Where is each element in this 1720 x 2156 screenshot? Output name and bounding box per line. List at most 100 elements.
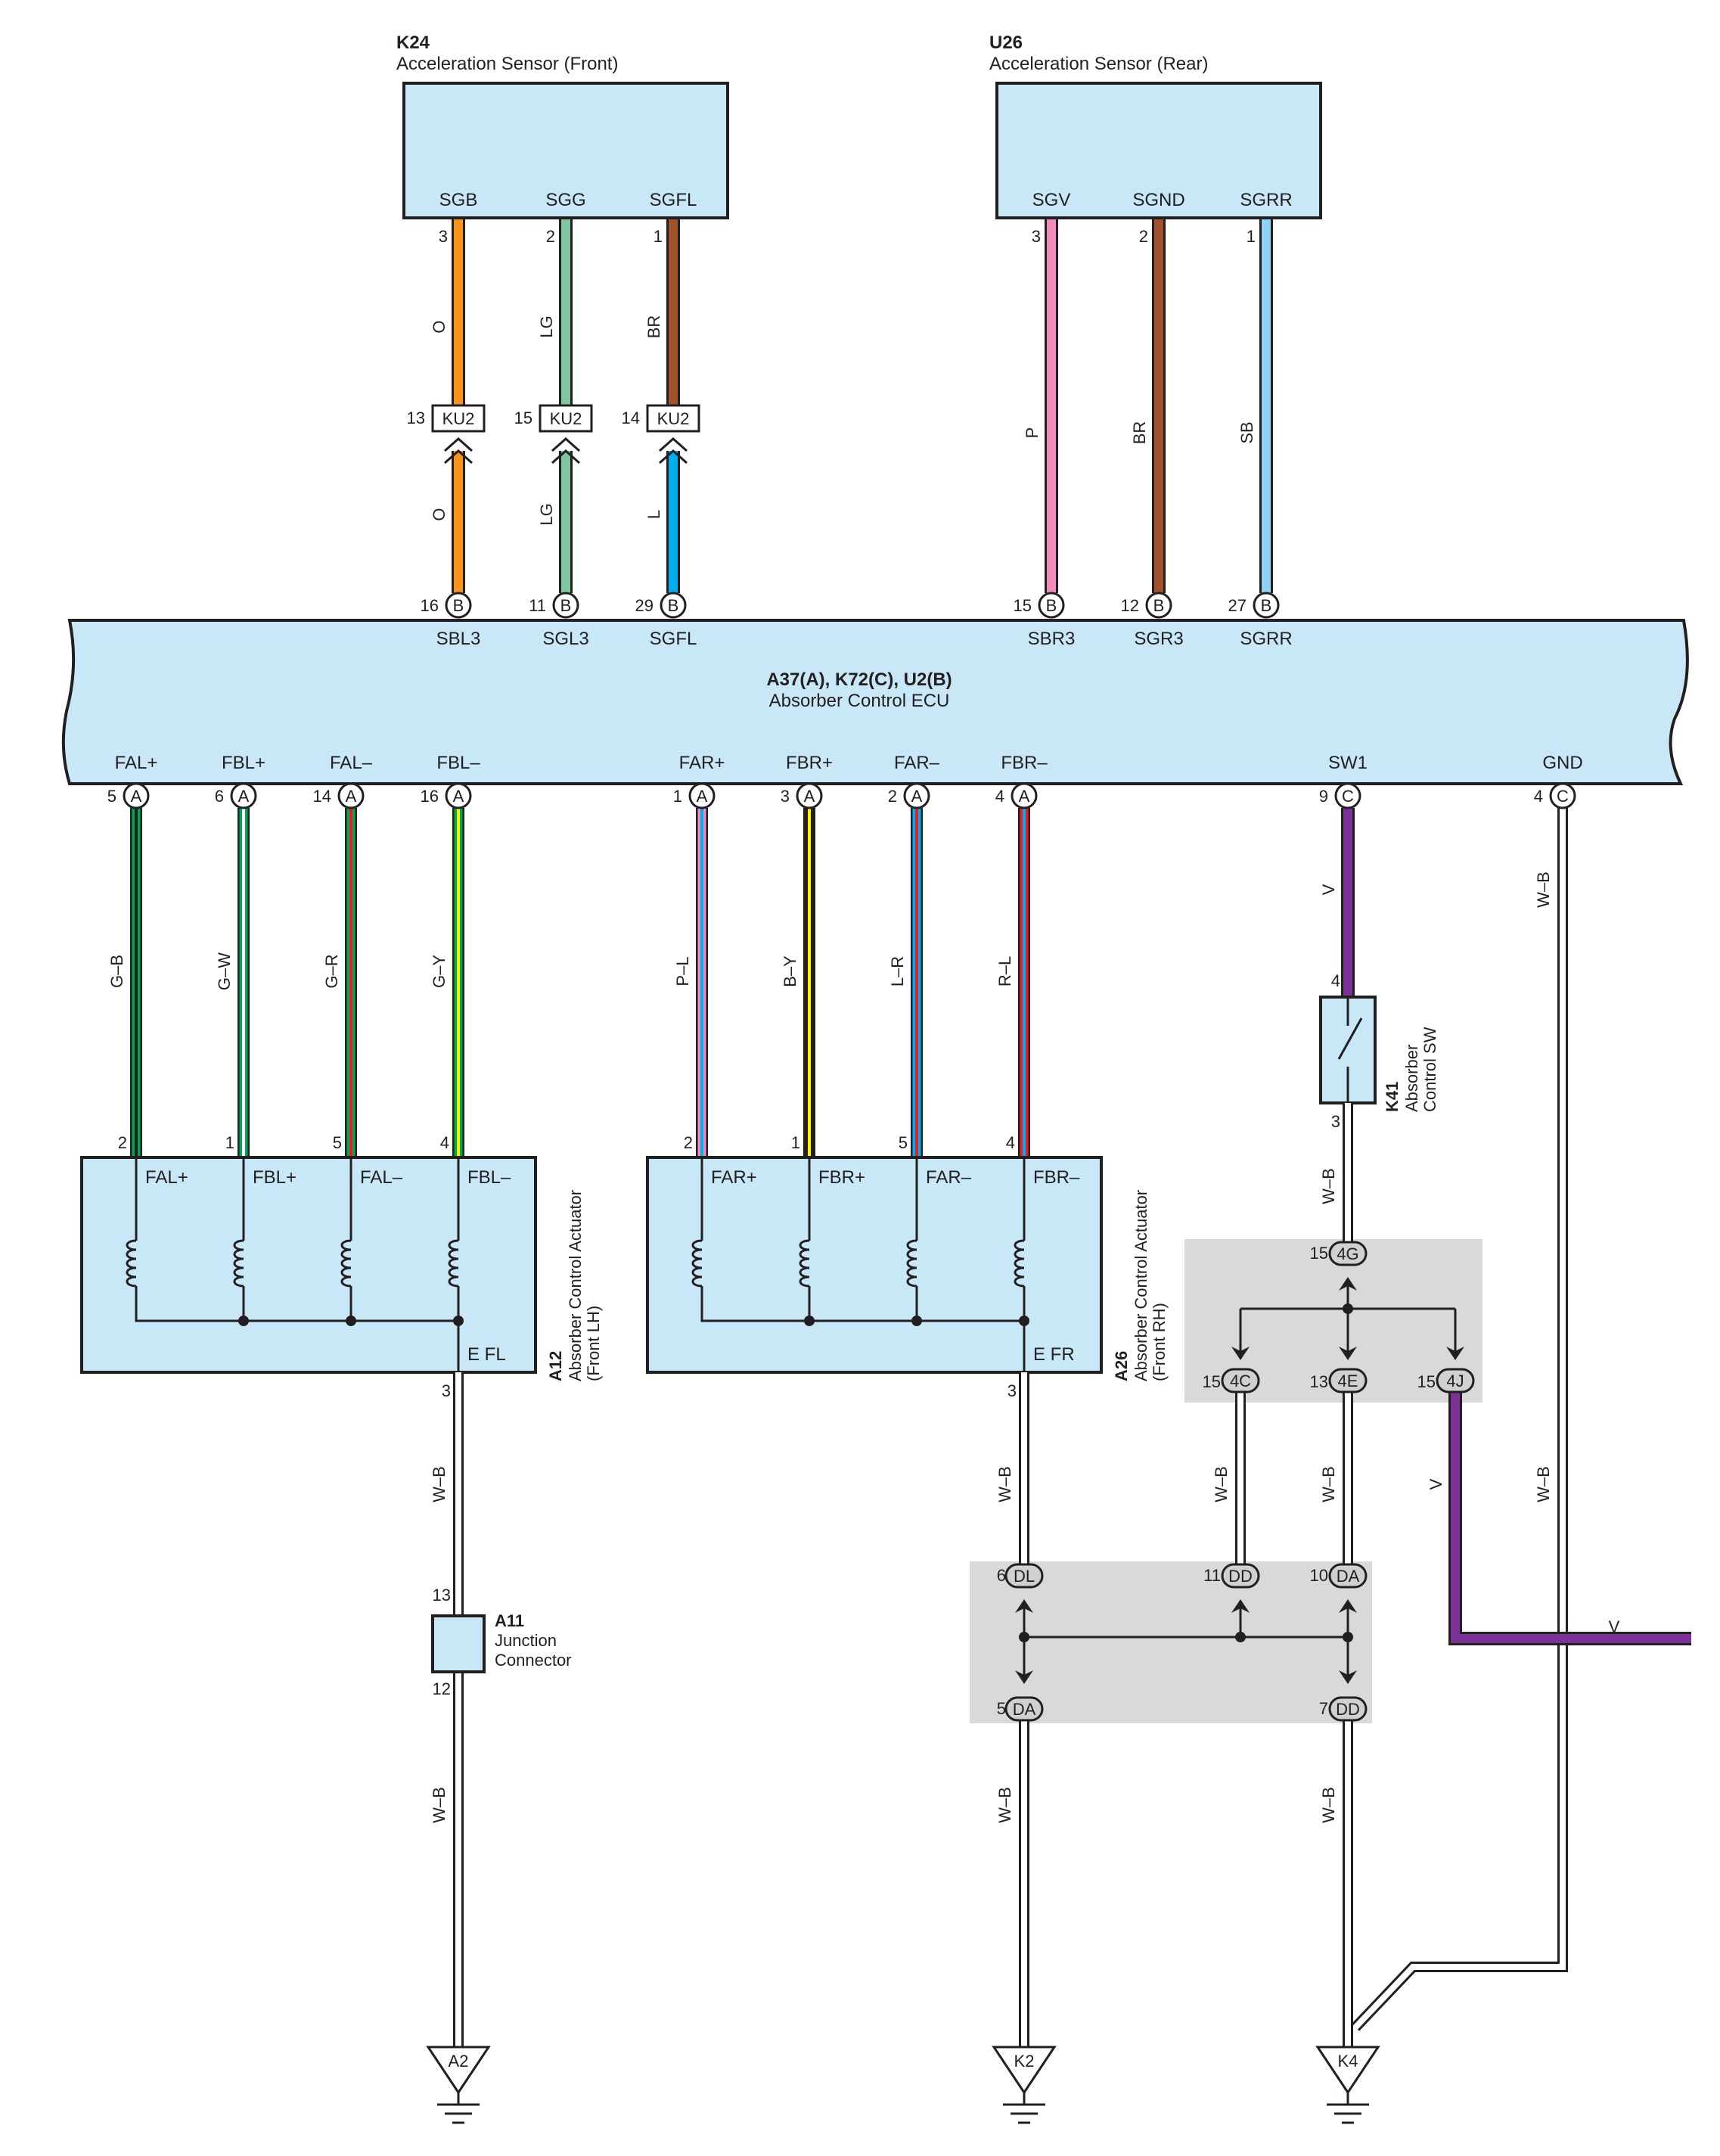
ku2-box-2 — [539, 404, 593, 433]
k24-pin-num-2: 2 — [546, 227, 555, 246]
a11-pin-out: 12 — [433, 1679, 451, 1698]
sensor-u26: U26 Acceleration Sensor (Rear) SGV SGND … — [989, 33, 1322, 219]
ecu-bottom-pin-label-2: FBL+ — [222, 753, 265, 773]
a26-pin-label-3: FAR– — [926, 1167, 972, 1188]
ecu-ref: A37(A), K72(C), U2(B) — [766, 669, 952, 690]
j4-arrow-4e — [1339, 1347, 1357, 1360]
ecu-bottom-pin-10 — [1549, 782, 1576, 809]
ecu-top-pin-2 — [552, 592, 579, 619]
u26-pin-num-1: 3 — [1032, 227, 1041, 246]
wire-label-u26-2: BR — [1130, 421, 1149, 445]
ku2-connectors: 13 KU2 15 KU2 14 KU2 — [407, 404, 700, 464]
jd-splice-2 — [1235, 1632, 1246, 1642]
j4-top-label: 4G — [1337, 1244, 1358, 1263]
ecu-top-pin-1 — [445, 592, 472, 619]
j4-arrow-4j — [1446, 1347, 1464, 1360]
a26-coil-3 — [906, 1239, 917, 1288]
ecu-top-pin-num-6: 27 — [1228, 596, 1247, 615]
ecu-bottom-pin-num-8: 4 — [995, 787, 1004, 806]
a12-pin-num-3: 5 — [333, 1133, 342, 1152]
jd-arrow-da — [1339, 1599, 1357, 1613]
a12-coil-2 — [233, 1239, 244, 1288]
jd-arrow-out-1 — [1015, 1670, 1033, 1684]
a12-ground-path: 3 W–B 13 12 A11 Junction Connector W–B — [430, 1381, 572, 1823]
wire-label-k24-2-upper: LG — [537, 315, 556, 337]
ecu-top-pin-label-1: SBL3 — [436, 629, 481, 649]
jd-bottom-pin-2: 7 — [1319, 1699, 1328, 1718]
earth-k2: K2 — [992, 2046, 1057, 2124]
j4-out-pin-2: 13 — [1310, 1372, 1328, 1391]
k24-pin-num-3: 1 — [654, 227, 663, 246]
a26-coil-4 — [1014, 1239, 1025, 1288]
actuator-a12: 2 1 5 4 FAL+ FBL+ FAL– FBL– E FL A12 Abs… — [80, 1133, 603, 1381]
ecu-bottom-pin-label-3: FAL– — [330, 753, 373, 773]
jd-top-pin-3: 10 — [1310, 1566, 1328, 1585]
wire-label-fal-plus: G–B — [107, 955, 126, 988]
a26-pin-label-1: FAR+ — [711, 1167, 757, 1188]
ku2-connector-3: 14 KU2 — [622, 404, 700, 464]
k24-ref: K24 — [396, 33, 430, 53]
ecu-bottom-pin-3 — [337, 782, 365, 809]
jd-splice-3 — [1343, 1632, 1353, 1642]
wire-label-fbr-plus: B–Y — [781, 955, 799, 987]
ku2-box-3 — [646, 404, 700, 433]
wire-label-k24-2-lower: LG — [537, 503, 556, 525]
a11-name-1: Junction — [495, 1631, 557, 1650]
k41-name-2: Control SW — [1420, 1027, 1439, 1112]
a12-pin-label-1: FAL+ — [145, 1167, 188, 1188]
ku2-connector-1: 13 KU2 — [407, 404, 486, 464]
a26-splice-2 — [911, 1316, 922, 1326]
j4-top-arrow — [1339, 1277, 1357, 1291]
k24-box — [402, 82, 729, 219]
a26-ground-path: 3 W–B W–B W–B W–B V — [995, 1381, 1620, 1823]
ecu-top-letter-4: B — [1046, 596, 1057, 615]
wire-label-u26-3: SB — [1237, 421, 1256, 443]
ecu-bottom-letter-6: A — [804, 787, 815, 806]
a12-splice-2 — [346, 1316, 356, 1326]
k41-pin-out: 3 — [1331, 1112, 1340, 1131]
ecu-bottom-letter-7: A — [911, 787, 923, 806]
j4-out-label-1: 4C — [1230, 1372, 1251, 1390]
k24-pin-label-1: SGB — [439, 190, 478, 210]
ecu-top-letter-2: B — [560, 596, 572, 615]
ecu-bottom-letter-1: A — [131, 787, 142, 806]
jd-bottom-label-1: DA — [1013, 1700, 1036, 1719]
wire-label-k24-3-upper: BR — [644, 315, 663, 339]
a12-pin-num-4: 4 — [440, 1133, 449, 1152]
a12-coil-4 — [448, 1239, 459, 1288]
ecu-top-letter-3: B — [668, 596, 679, 615]
ku2-chevron-3 — [659, 436, 688, 464]
wire-gnd — [1353, 808, 1566, 2030]
a12-box — [80, 1156, 537, 1374]
a26-splice-1 — [804, 1316, 815, 1326]
ku2-label-1: KU2 — [442, 409, 475, 428]
junction-d-bg — [970, 1561, 1372, 1723]
u26-box — [995, 82, 1322, 219]
sensor-wires — [452, 219, 1273, 593]
ku2-label-2: KU2 — [550, 409, 582, 428]
ecu-bottom-letter-5: A — [697, 787, 708, 806]
a11-ref: A11 — [495, 1611, 524, 1630]
earth-k4-label: K4 — [1338, 2052, 1358, 2071]
ecu-bottom-pin-num-7: 2 — [888, 787, 897, 806]
ground-wires — [453, 1103, 1691, 2047]
j4-out-label-3: 4J — [1446, 1372, 1464, 1390]
ecu-bottom-pin-2 — [230, 782, 257, 809]
ecu-bottom-pin-label-1: FAL+ — [115, 753, 158, 773]
a26-ground-pin: 3 — [1007, 1381, 1017, 1400]
jd-top-label-1: DL — [1014, 1567, 1035, 1586]
a26-box — [646, 1156, 1103, 1374]
a26-coil-1 — [691, 1239, 703, 1288]
ecu-bottom-pin-label-9: SW1 — [1328, 753, 1368, 773]
a12-internal-wiring — [135, 1157, 460, 1372]
ecu-top-letter-6: B — [1261, 596, 1272, 615]
earth-k2-label: K2 — [1014, 2052, 1035, 2071]
a26-ref: A26 — [1112, 1351, 1131, 1381]
k24-pin-label-3: SGFL — [650, 190, 697, 210]
k41-ref: K41 — [1383, 1082, 1402, 1112]
ecu-bottom-letter-8: A — [1019, 787, 1030, 806]
a11-pin-in: 13 — [433, 1586, 451, 1605]
jd-arrow-dl — [1015, 1599, 1033, 1613]
ecu-bottom-pin-num-4: 16 — [421, 787, 439, 806]
j4-wire-label-3: V — [1427, 1478, 1445, 1490]
